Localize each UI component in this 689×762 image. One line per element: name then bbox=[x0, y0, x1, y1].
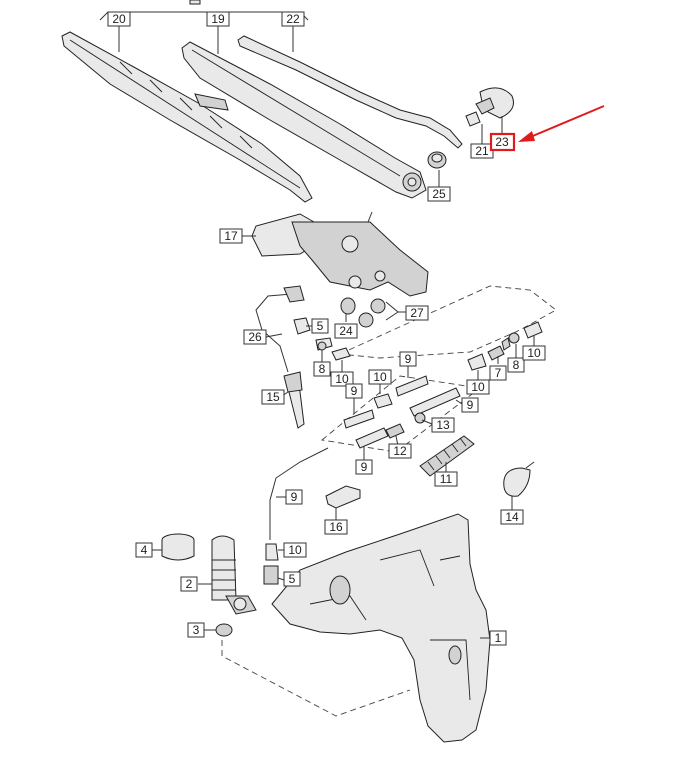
label-21-text: 21 bbox=[475, 144, 489, 158]
wiper-motor bbox=[251, 211, 429, 297]
wiper-arm bbox=[181, 41, 427, 199]
label-17-text: 17 bbox=[224, 229, 238, 243]
label-8b: 8 bbox=[507, 357, 525, 373]
label-14-text: 14 bbox=[505, 510, 519, 524]
washer-pump bbox=[211, 535, 257, 615]
label-20-text: 20 bbox=[112, 12, 126, 26]
label-9e: 9 bbox=[285, 489, 303, 505]
label-11-text: 11 bbox=[440, 472, 453, 486]
label-10d-text: 10 bbox=[527, 346, 541, 360]
label-15-text: 15 bbox=[266, 390, 280, 404]
label-8b-text: 8 bbox=[513, 358, 520, 372]
label-4: 4 bbox=[135, 542, 153, 558]
hose bbox=[255, 285, 333, 373]
label-9c-text: 9 bbox=[467, 398, 474, 412]
label-12: 12 bbox=[388, 443, 412, 459]
label-26-text: 26 bbox=[248, 330, 262, 344]
label-24: 24 bbox=[334, 323, 358, 339]
label-25: 25 bbox=[427, 186, 451, 202]
label-24-text: 24 bbox=[339, 324, 353, 338]
label-2: 2 bbox=[180, 576, 198, 592]
label-15: 15 bbox=[261, 389, 285, 405]
highlight-arrow bbox=[518, 105, 605, 142]
strap bbox=[503, 461, 535, 497]
label-7-text: 7 bbox=[495, 366, 502, 380]
label-11: 11 bbox=[434, 471, 458, 487]
label-5a: 5 bbox=[311, 318, 329, 334]
label-10c: 10 bbox=[466, 379, 490, 395]
label-9c: 9 bbox=[461, 397, 479, 413]
label-10b: 10 bbox=[368, 369, 392, 385]
grommets bbox=[340, 297, 399, 328]
label-10b-text: 10 bbox=[373, 370, 387, 384]
label-1: 1 bbox=[489, 630, 507, 646]
hose-clip bbox=[325, 485, 361, 509]
label-13: 13 bbox=[431, 417, 455, 433]
label-25-text: 25 bbox=[432, 187, 446, 201]
long-hose bbox=[263, 447, 329, 585]
label-4-text: 4 bbox=[141, 543, 148, 557]
label-10e: 10 bbox=[283, 542, 307, 558]
label-9a: 9 bbox=[399, 351, 417, 367]
label-9b-text: 9 bbox=[351, 384, 358, 398]
label-16: 16 bbox=[324, 519, 348, 535]
label-5b: 5 bbox=[283, 571, 301, 587]
wiper-blade bbox=[61, 31, 313, 203]
label-9a-text: 9 bbox=[405, 352, 412, 366]
label-5b-text: 5 bbox=[289, 572, 296, 586]
top-bracket bbox=[99, 0, 309, 21]
label-20: 20 bbox=[107, 11, 131, 27]
label-17: 17 bbox=[219, 228, 243, 244]
label-19-text: 19 bbox=[211, 12, 225, 26]
label-13-text: 13 bbox=[436, 418, 450, 432]
arm-strip bbox=[237, 35, 463, 149]
label-10e-text: 10 bbox=[288, 543, 302, 557]
label-22: 22 bbox=[281, 11, 305, 27]
label-2-text: 2 bbox=[186, 577, 193, 591]
label-16-text: 16 bbox=[329, 520, 343, 534]
dashed-outline-lower bbox=[221, 640, 411, 717]
pump-seal bbox=[161, 533, 195, 561]
label-8a-text: 8 bbox=[319, 362, 326, 376]
washer-nozzle bbox=[283, 371, 305, 429]
label-8a: 8 bbox=[313, 361, 331, 377]
label-19: 19 bbox=[206, 11, 230, 27]
label-9d: 9 bbox=[355, 459, 373, 475]
label-26: 26 bbox=[243, 329, 267, 345]
label-9e-text: 9 bbox=[291, 490, 298, 504]
label-1-text: 1 bbox=[495, 631, 502, 645]
part-labels: 20 19 22 21 23 25 17 24 27 26 5 8 10 15 … bbox=[107, 11, 546, 646]
pump-grommet bbox=[215, 623, 233, 637]
label-14: 14 bbox=[500, 509, 524, 525]
label-10d: 10 bbox=[522, 345, 546, 361]
label-5a-text: 5 bbox=[317, 319, 324, 333]
label-7: 7 bbox=[489, 365, 507, 381]
label-9b: 9 bbox=[345, 383, 363, 399]
washer-reservoir bbox=[271, 513, 491, 743]
label-9d-text: 9 bbox=[361, 460, 368, 474]
label-23-text: 23 bbox=[495, 135, 509, 149]
label-23: 23 bbox=[489, 132, 516, 152]
label-3-text: 3 bbox=[193, 623, 200, 637]
protective-sleeve bbox=[419, 435, 475, 477]
label-27: 27 bbox=[405, 305, 429, 321]
label-21: 21 bbox=[470, 143, 494, 159]
label-22-text: 22 bbox=[286, 12, 300, 26]
label-10a-text: 10 bbox=[335, 372, 349, 386]
label-12-text: 12 bbox=[393, 444, 407, 458]
couplers bbox=[331, 321, 543, 409]
label-10c-text: 10 bbox=[471, 380, 485, 394]
dashed-outline-upper bbox=[338, 285, 557, 359]
nut bbox=[427, 151, 447, 169]
label-27-text: 27 bbox=[410, 306, 424, 320]
leader-lines bbox=[118, 26, 535, 639]
label-3: 3 bbox=[187, 622, 205, 638]
hose-segments bbox=[343, 375, 461, 449]
wiper-cap bbox=[465, 87, 514, 127]
label-10a: 10 bbox=[330, 371, 354, 387]
